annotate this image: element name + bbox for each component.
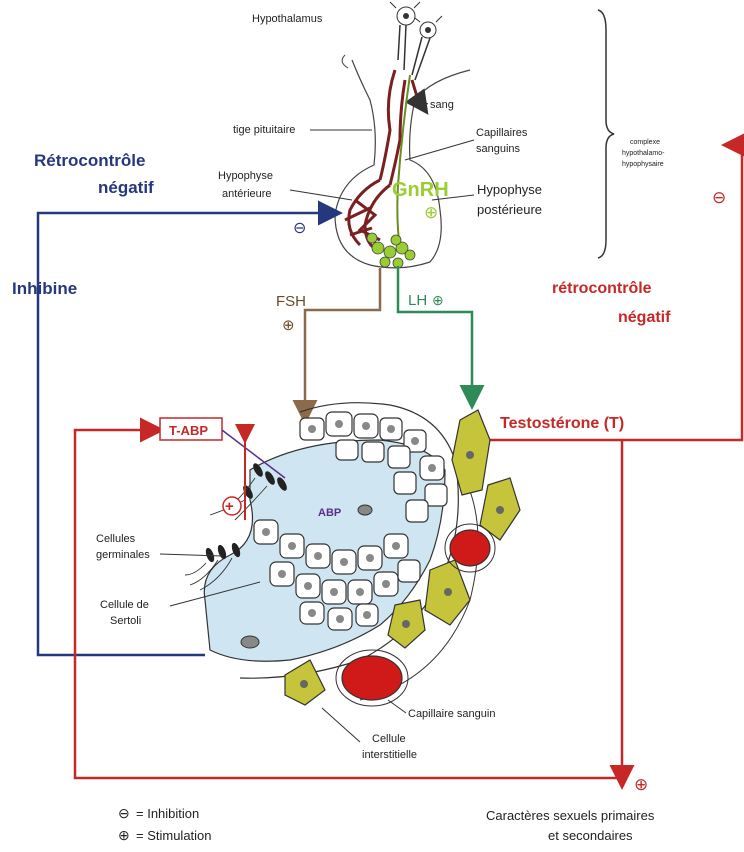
legend-plus-icon: ⊕ (118, 827, 130, 843)
testosterone-label: Testostérone (T) (500, 415, 624, 432)
fsh-label: FSH (276, 293, 306, 310)
inter-label-2: interstitielle (362, 749, 417, 761)
inter-label-1: Cellule (372, 733, 406, 745)
hypothalamus-neurons (390, 2, 442, 80)
abp-label: ABP (318, 507, 341, 519)
svg-text:+: + (225, 498, 234, 515)
fsh-pathway: FSH ⊕ (276, 268, 380, 420)
gnrh-label: GnRH (392, 179, 449, 201)
lh-pathway: LH ⊕ (398, 266, 472, 405)
complexe-label-2: hypothalamo- (622, 150, 665, 157)
pituitary-illustration: Hypothalamus sang tige pituitaire Capill… (218, 2, 542, 268)
germ-label-1: Cellules (96, 533, 136, 545)
complexe-label-3: hypophysaire (622, 161, 664, 168)
lh-label: LH (408, 292, 427, 309)
complexe-label-1: complexe (630, 139, 660, 146)
legend-minus-icon: ⊖ (118, 805, 130, 821)
caracteres-label-1: Caractères sexuels primaires (486, 808, 655, 823)
tabp-label: T-ABP (169, 423, 208, 438)
caracteres-stim-sign: ⊕ (634, 775, 648, 794)
sang-label: sang (430, 99, 454, 111)
retro-red-label-2: négatif (618, 309, 671, 326)
sertoli-label-2: Sertoli (110, 615, 141, 627)
gnrh-stim-sign: ⊕ (424, 203, 438, 222)
retro-blue-label-2: négatif (98, 178, 154, 197)
lh-stim-sign: ⊕ (432, 292, 444, 308)
hypo-post-label-1: Hypophyse (477, 182, 542, 197)
hypo-post-label-2: postérieure (477, 202, 542, 217)
retro-red-label-1: rétrocontrôle (552, 280, 652, 297)
capillaire-label: Capillaire sanguin (408, 708, 495, 720)
caracteres-label-2: et secondaires (548, 828, 633, 843)
fsh-stim-sign: ⊕ (282, 317, 295, 334)
capillaires-label-1: Capillaires (476, 127, 528, 139)
tubule-illustration (185, 403, 520, 706)
hypo-ant-label-2: antérieure (222, 188, 272, 200)
legend-stimulation: = Stimulation (136, 828, 212, 843)
gland-cells (367, 233, 415, 268)
tige-label: tige pituitaire (233, 124, 295, 136)
hypothalamus-label: Hypothalamus (252, 13, 323, 25)
hypo-ant-label-1: Hypophyse (218, 170, 273, 182)
testo-minus-sign: ⊖ (712, 188, 726, 207)
complexe-brace: complexe hypothalamo- hypophysaire (598, 10, 665, 258)
capillaires-label-2: sanguins (476, 143, 521, 155)
inhibine-label: Inhibine (12, 279, 77, 298)
inhibine-minus-sign: ⊖ (293, 220, 306, 237)
legend: ⊖ = Inhibition ⊕ = Stimulation (118, 805, 212, 843)
retro-blue-label-1: Rétrocontrôle (34, 151, 145, 170)
germ-label-2: germinales (96, 549, 150, 561)
legend-inhibition: = Inhibition (136, 806, 199, 821)
sertoli-label-1: Cellule de (100, 599, 149, 611)
